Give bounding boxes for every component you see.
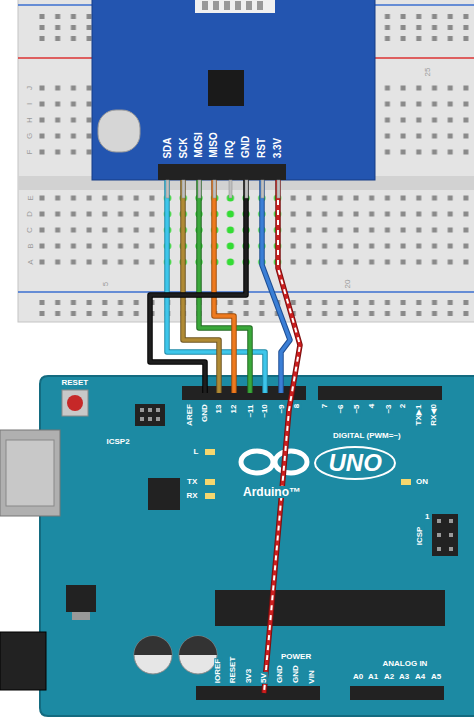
brand-name: Arduino™ — [241, 486, 303, 498]
pin-label: 4 — [368, 403, 376, 409]
header-label: ICSP — [416, 526, 424, 547]
pin-label: MOSI — [194, 132, 204, 158]
led-label: TX — [186, 478, 198, 486]
pin-label: RST — [257, 138, 267, 158]
pin-label: VIN — [307, 669, 315, 684]
button-label: RESET — [61, 379, 90, 387]
pin-label: A4 — [414, 673, 426, 681]
led-label: L — [193, 448, 200, 456]
pin-label: 5V — [260, 672, 268, 684]
pin-label: 3.3V — [273, 137, 283, 158]
rfid-board — [92, 0, 375, 180]
pin-label: IOREF — [214, 658, 222, 684]
wire — [150, 180, 246, 393]
pin-label: AREF — [186, 403, 194, 427]
pin-label: 12 — [230, 403, 238, 414]
board-model: UNO — [329, 451, 382, 475]
jumper-wire — [214, 180, 234, 393]
header-label: POWER — [280, 653, 312, 661]
pin-label: GND — [241, 136, 251, 158]
pin-label: ~9 — [277, 403, 285, 414]
row-letter: C — [26, 227, 34, 233]
pin-label: 8 — [293, 403, 301, 409]
pin-label: MISO — [209, 132, 219, 158]
pin-label: RESET — [229, 655, 237, 684]
wire — [264, 180, 300, 693]
pin-label: GND — [292, 664, 300, 684]
row-letter: E — [26, 195, 34, 200]
header-label: ANALOG IN — [382, 660, 429, 668]
pin-label: GND — [201, 403, 209, 423]
led-label: RX — [186, 492, 199, 500]
pin-label: A2 — [383, 673, 395, 681]
pin-label: A1 — [367, 673, 379, 681]
wire-outline — [264, 180, 300, 693]
pin-label: 13 — [215, 403, 223, 414]
jumper-wire — [264, 180, 300, 693]
pin-label: ~5 — [352, 403, 360, 414]
row-letter: H — [26, 117, 34, 123]
wire-outline — [150, 180, 246, 393]
header-pins — [166, 180, 280, 198]
row-letter: A — [26, 259, 34, 264]
pin-label: ~10 — [261, 403, 269, 419]
pin-label: IRQ — [225, 140, 235, 158]
pin-label: RX◀0 — [430, 403, 438, 427]
column-number: 20 — [344, 280, 352, 289]
row-letter: I — [26, 103, 34, 105]
row-letter: D — [26, 211, 34, 217]
pin-label: SCK — [178, 137, 188, 158]
header-label: DIGITAL (PWM=~) — [332, 432, 402, 440]
header-label: ICSP2 — [106, 438, 131, 446]
pin-label: SDA — [162, 137, 172, 158]
row-letter: G — [26, 133, 34, 139]
row-letter: J — [26, 86, 34, 90]
pin-label: A3 — [398, 673, 410, 681]
column-number: 5 — [102, 282, 110, 286]
pin-label: ~11 — [246, 403, 254, 418]
pin-label: ~3 — [384, 403, 392, 414]
row-letter: B — [26, 243, 34, 248]
pin-label: 2 — [399, 403, 407, 409]
column-number: 25 — [424, 68, 432, 77]
led-label: ON — [415, 478, 429, 486]
row-letter: F — [26, 150, 34, 155]
arduino-uno-board — [0, 376, 474, 716]
pin-label: 7 — [321, 403, 329, 409]
wire-outline — [214, 180, 234, 393]
pin-label: GND — [276, 664, 284, 684]
wire-stripe — [264, 180, 300, 693]
pin-label: A0 — [352, 673, 364, 681]
pin-label: A5 — [430, 673, 442, 681]
rfid-module: SDA SCK MOSI MISO IRQ GND RST 3.3V — [92, 0, 375, 180]
pin-number: 1 — [424, 513, 430, 521]
jumper-wire — [150, 180, 246, 393]
pin-label: 3V3 — [245, 668, 253, 684]
pin-label: ~6 — [336, 403, 344, 414]
wire — [214, 180, 234, 393]
pin-label: TX▶1 — [415, 403, 423, 426]
